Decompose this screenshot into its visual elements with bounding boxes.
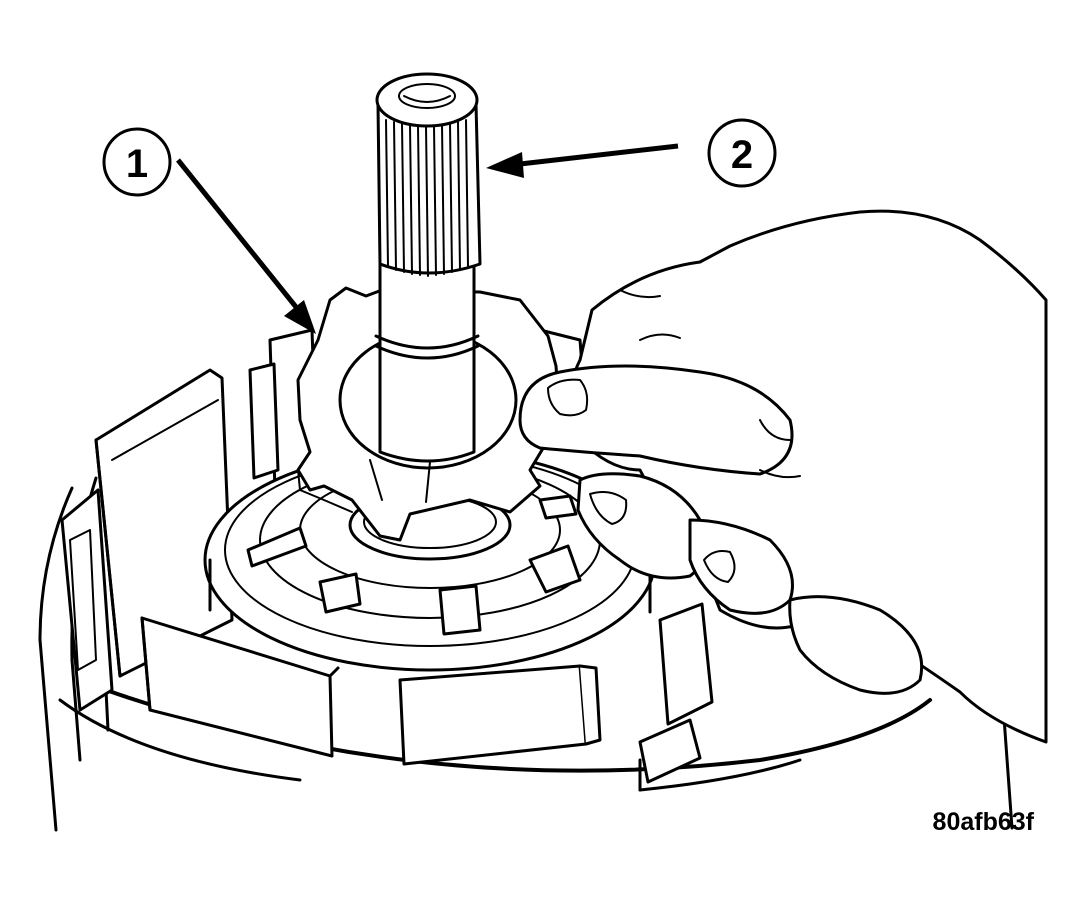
callout-1: 1	[102, 127, 172, 197]
callout-arrow-1	[176, 158, 316, 334]
callout-number: 1	[126, 142, 148, 186]
hand	[518, 209, 1048, 744]
figure-code: 80afb63f	[933, 808, 1035, 836]
input-shaft	[374, 72, 482, 463]
callout-number: 2	[731, 133, 753, 177]
shaft-splines	[385, 119, 469, 277]
callout-circle	[102, 127, 172, 197]
callout-arrow-2	[486, 143, 679, 178]
callout-circle	[707, 118, 777, 188]
callout-2: 2	[707, 118, 777, 188]
